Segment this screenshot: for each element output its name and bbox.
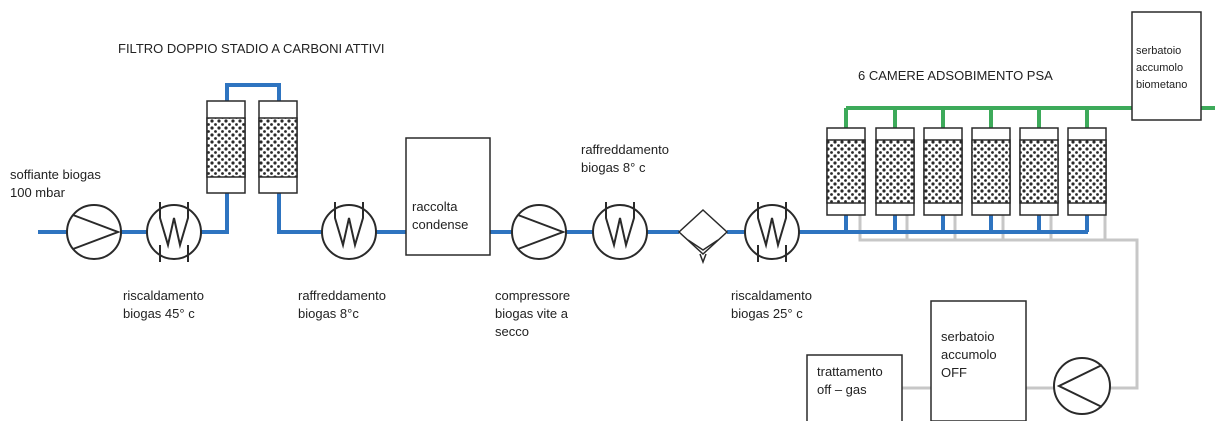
- heating1-label-line: biogas 45° c: [123, 306, 195, 321]
- offgas-pipe: [1105, 238, 1139, 390]
- off-tank-label: serbatoio accumolo OFF: [941, 328, 997, 382]
- storage-tank-icon: [930, 300, 1027, 421]
- psa-column-icon: [971, 127, 1011, 216]
- biomethane-tank-label-line: accumolo: [1136, 62, 1184, 74]
- offgas-treatment-label-line: off – gas: [817, 382, 867, 397]
- psa-column-icon: [826, 127, 866, 216]
- cooling2-label-line: biogas 8° c: [581, 160, 646, 175]
- psa-column-icon: [923, 127, 963, 216]
- off-tank-label-line: accumolo: [941, 347, 997, 362]
- blower-label-line: 100 mbar: [10, 185, 65, 200]
- psa-columns: [826, 127, 1107, 216]
- condensate-label-line: condense: [412, 217, 469, 232]
- psa-column-icon: [1067, 127, 1107, 216]
- biogas-pipe: [201, 193, 229, 234]
- heat-exchanger-icon: [321, 202, 377, 260]
- offgas-treatment-icon: [806, 354, 903, 421]
- cooling2-label: raffreddamento biogas 8° c: [581, 141, 669, 177]
- condensate-tank-icon: [405, 137, 491, 256]
- heating2-label: riscaldamento biogas 25° c: [731, 287, 812, 323]
- heat-exchanger-icon: [744, 202, 800, 262]
- blower-pump-icon: [66, 204, 122, 260]
- biogas-pipe: [225, 83, 281, 101]
- off-tank-label-line: OFF: [941, 365, 967, 380]
- compressor-label-line: compressore: [495, 288, 571, 303]
- blower-label-line: soffiante biogas: [10, 167, 101, 182]
- cooling2-label-line: raffreddamento: [581, 142, 669, 157]
- carbon-filter-icon: [206, 100, 246, 194]
- storage-tank-icon: [1131, 11, 1202, 121]
- heating2-label-line: biogas 25° c: [731, 306, 803, 321]
- biogas-pipe: [277, 193, 322, 234]
- compressor-label-line: biogas vite a: [495, 306, 568, 321]
- compressor-label-line: secco: [495, 324, 529, 339]
- cooling1-label-line: biogas 8°c: [298, 306, 359, 321]
- biomethane-tank-label-line: biometano: [1136, 79, 1188, 91]
- pump-icon: [1053, 357, 1111, 415]
- psa-title: 6 CAMERE ADSOBIMENTO PSA: [858, 68, 1053, 83]
- biomethane-tank-label-line: serbatoio: [1136, 45, 1182, 57]
- compressor-icon: [511, 204, 567, 260]
- psa-column-icon: [875, 127, 915, 216]
- carbon-filter-icon: [258, 100, 298, 194]
- condensate-label-line: raccolta: [412, 199, 458, 214]
- cooling1-label-line: raffreddamento: [298, 288, 386, 303]
- heating1-label-line: riscaldamento: [123, 288, 204, 303]
- heat-exchanger-icon: [146, 202, 202, 262]
- biomethane-tank-label: serbatoio accumolo biometano: [1136, 43, 1187, 94]
- heating1-label: riscaldamento biogas 45° c: [123, 287, 204, 323]
- filter-stage-title: FILTRO DOPPIO STADIO A CARBONI ATTIVI: [118, 41, 385, 56]
- heating2-label-line: riscaldamento: [731, 288, 812, 303]
- compressor-label: compressore biogas vite a secco: [495, 287, 570, 341]
- condensate-label: raccolta condense: [412, 198, 468, 234]
- off-tank-label-line: serbatoio: [941, 329, 995, 344]
- cooling1-label: raffreddamento biogas 8°c: [298, 287, 386, 323]
- heat-exchanger-icon: [592, 202, 648, 260]
- separator-icon: [677, 208, 729, 265]
- psa-column-icon: [1019, 127, 1059, 216]
- offgas-treatment-label-line: trattamento: [817, 364, 883, 379]
- offgas-line: [858, 215, 1139, 390]
- offgas-treatment-label: trattamento off – gas: [817, 363, 883, 399]
- biogas-line: [38, 83, 1089, 234]
- blower-label: soffiante biogas 100 mbar: [10, 166, 101, 202]
- offgas-pipe: [858, 215, 1107, 242]
